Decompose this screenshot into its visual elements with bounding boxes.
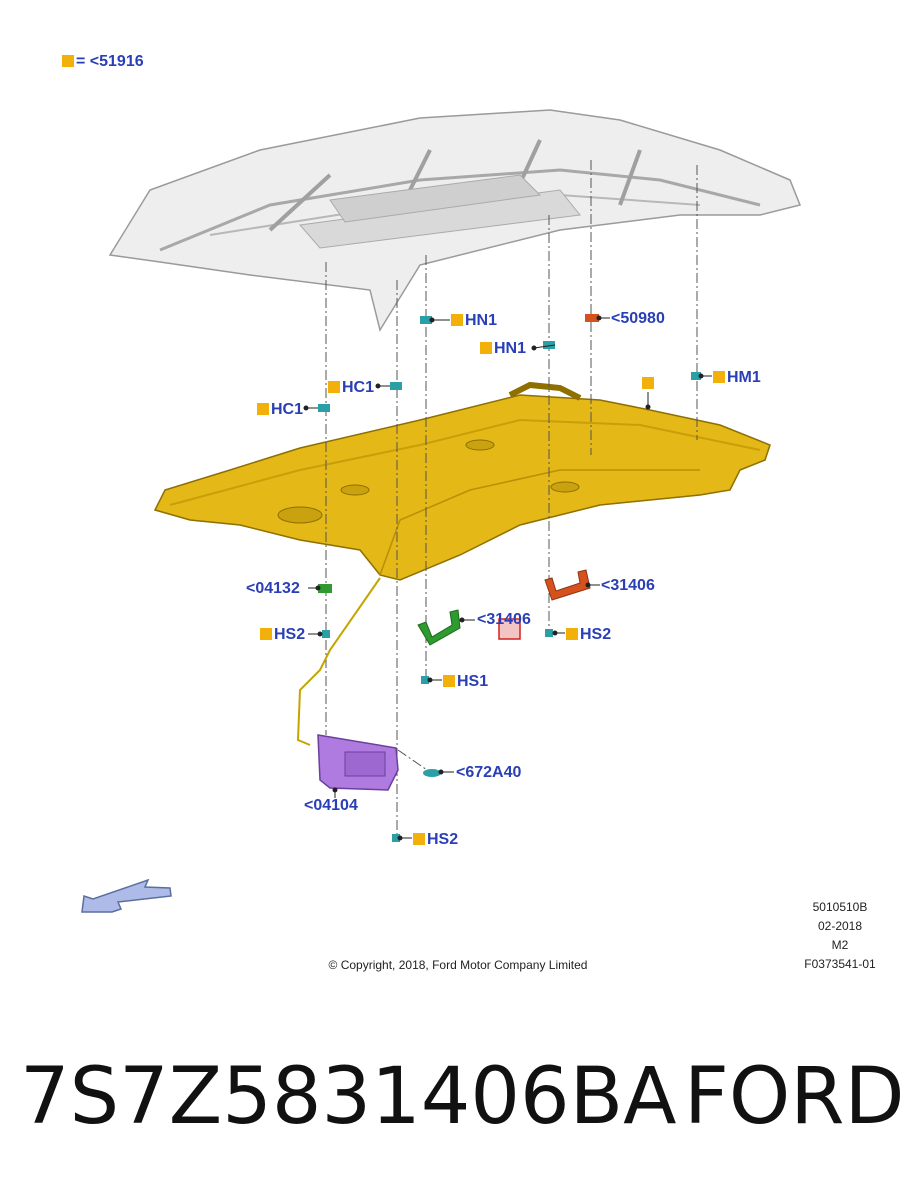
info-date: 02-2018 [817,919,863,933]
callout-hn1-a: HN1 [451,312,497,330]
callout-hc1-a: HC1 [328,379,374,397]
leader-lines [303,315,712,841]
callout-hm1: HM1 [713,369,761,387]
wire-harness [296,577,381,746]
clip-hn1-a-icon [420,316,432,324]
screw-hs2-b-icon [545,629,553,637]
legend: = <51916 [62,53,144,71]
headliner-panel [153,381,771,581]
callout-hs2-b: HS2 [566,626,611,644]
info-model: M2 [831,938,849,952]
callout-31406-b: <31406 [601,577,655,594]
clip-hm1-icon [691,372,701,380]
legend-text: = <51916 [76,53,144,70]
headliner-marker-square [642,377,654,389]
grab-handle-orange [544,569,591,601]
callout-672a40: <672A40 [456,764,522,781]
legend-swatch [62,55,74,67]
screw-hs2-c-icon [392,834,400,842]
callout-31406-a: <31406 [477,611,531,628]
callout-hs2-a: HS2 [260,626,305,644]
clip-hc1-a-icon [390,382,402,390]
brand-name: FORD [684,1052,905,1142]
callout-hs2-c: HS2 [413,831,458,849]
info-code: 5010510B [812,900,868,914]
callout-50980: <50980 [611,310,665,327]
roof-frame [108,109,802,332]
clip-50980-icon [585,314,599,322]
callout-04132: <04132 [246,580,300,597]
clip-hn1-b-icon [543,341,555,349]
callout-hs1: HS1 [443,673,488,691]
footer: 7S7Z5831406BA FORD [0,1052,912,1162]
info-figure: F0373541-01 [804,957,876,971]
callout-hc1-b: HC1 [257,401,303,419]
clip-04132-icon [318,584,332,593]
screw-hs1-icon [421,676,429,684]
clips [318,316,701,842]
copyright-text: © Copyright, 2018, Ford Motor Company Li… [328,958,588,972]
exploded-lines [325,160,698,840]
sun-visor [317,734,399,791]
clip-hc1-b-icon [318,404,330,412]
grab-handle-green [417,609,461,646]
highlight-marker [498,618,521,640]
front-direction-arrow-icon [81,878,172,913]
visor-clip-icon [423,769,441,777]
callout-04104: <04104 [304,797,358,814]
screw-hs2-a-icon [322,630,330,638]
callout-hn1-b: HN1 [480,340,526,358]
part-number: 7S7Z5831406BA [20,1052,677,1142]
